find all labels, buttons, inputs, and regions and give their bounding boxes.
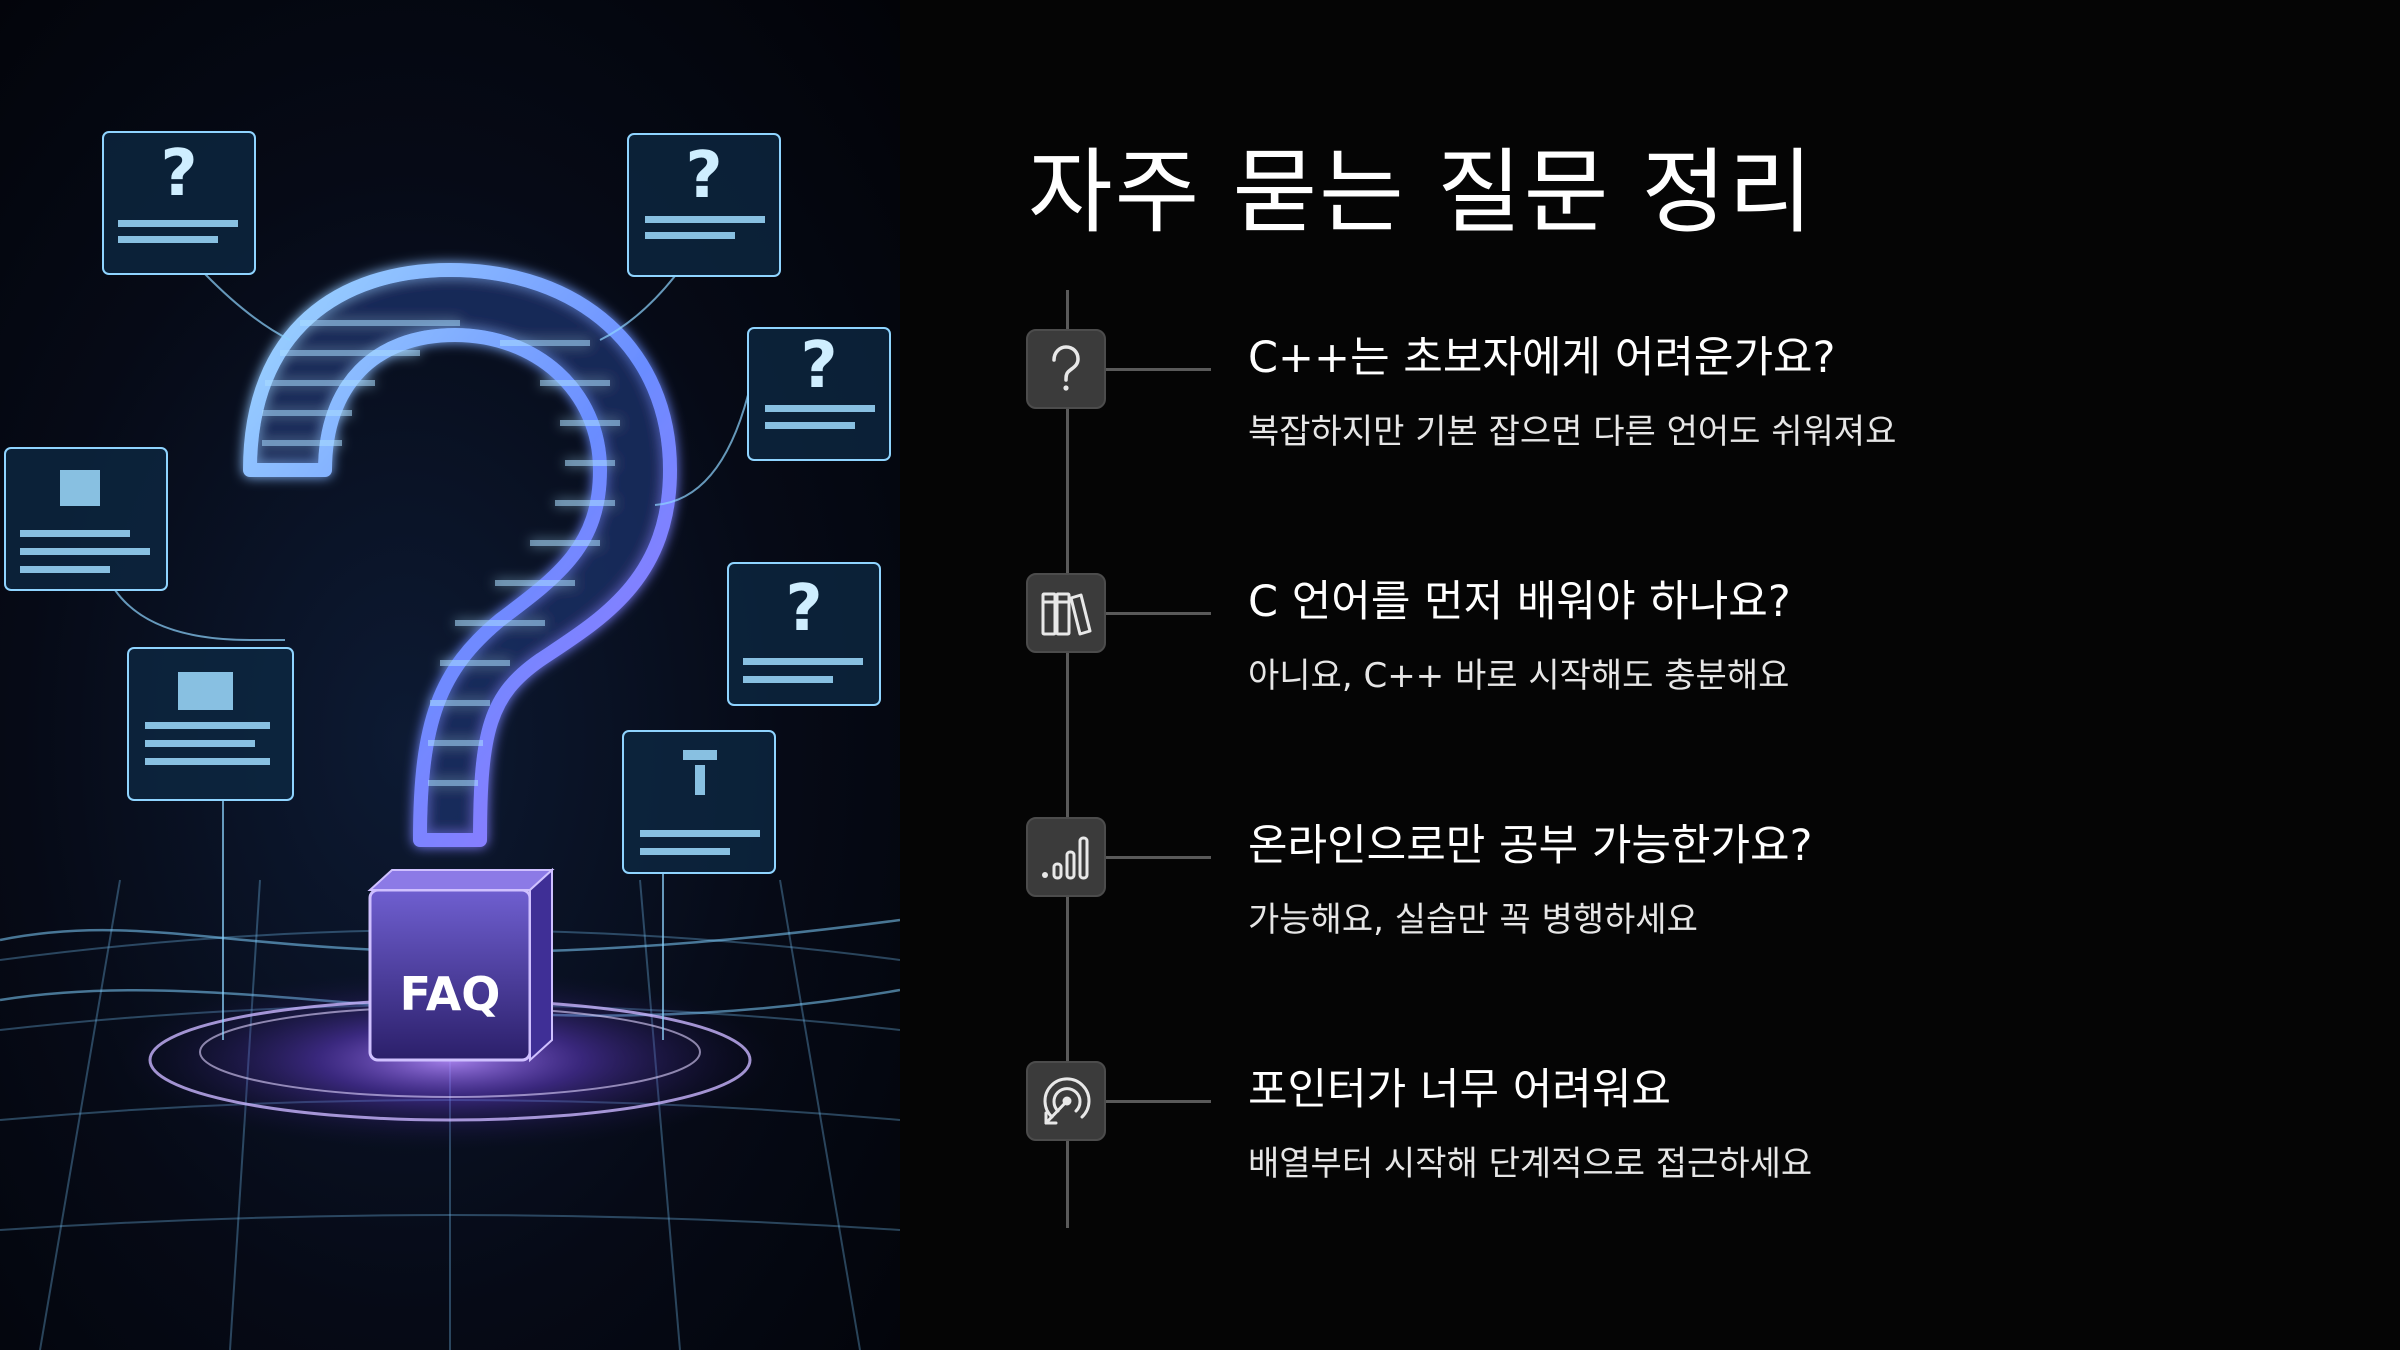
faq-cube: FAQ [367,867,555,1063]
question-mark-shape [243,263,677,847]
code-lines [262,320,620,786]
timeline-connector [1106,856,1211,859]
target-arrow-icon [1026,1061,1106,1141]
faq-answer: 가능해요, 실습만 꼭 병행하세요 [1248,900,1698,940]
timeline-line [1066,290,1069,1228]
panel-question-glyph-4: ? [785,572,822,646]
faq-question: C 언어를 먼저 배워야 하나요? [1248,577,1791,627]
faq-question: 온라인으로만 공부 가능한가요? [1248,821,1813,871]
faq-badge-label: FAQ [400,967,501,1021]
faq-question: C++는 초보자에게 어려운가요? [1248,333,1836,383]
panel-question-glyph-2: ? [685,139,722,213]
page-title: 자주 묻는 질문 정리 [1028,139,1815,246]
faq-answer: 복잡하지만 기본 잡으면 다른 언어도 쉬워져요 [1248,412,1897,452]
question-mark-icon [1026,329,1106,409]
faq-illustration: FAQ ? ? ? ? [0,0,900,1350]
panel-connectors [114,273,749,1040]
panel-question-glyph-1: ? [160,137,197,211]
panel-question-glyph-3: ? [800,329,837,403]
question-mark-artwork: FAQ ? ? ? ? [0,131,900,1350]
faq-question: 포인터가 너무 어려워요 [1248,1065,1671,1115]
faq-item: 포인터가 너무 어려워요 배열부터 시작해 단계적으로 접근하세요 [900,1061,2400,1211]
timeline-connector [1106,612,1211,615]
books-icon [1026,573,1106,653]
faq-answer: 아니요, C++ 바로 시작해도 충분해요 [1248,656,1790,696]
faq-item: C 언어를 먼저 배워야 하나요? 아니요, C++ 바로 시작해도 충분해요 [900,573,2400,723]
timeline-connector [1106,1100,1211,1103]
faq-item: C++는 초보자에게 어려운가요? 복잡하지만 기본 잡으면 다른 언어도 쉬워… [900,329,2400,479]
faq-content: 자주 묻는 질문 정리 C++는 초보자에게 어려운가요? 복잡하지만 기본 잡… [900,0,2400,1350]
timeline-connector [1106,368,1211,371]
panel-text-lines [20,216,875,855]
signal-bars-icon [1026,817,1106,897]
faq-answer: 배열부터 시작해 단계적으로 접근하세요 [1248,1144,1813,1184]
panel-glyphs: ? ? ? ? [160,137,837,646]
faq-item: 온라인으로만 공부 가능한가요? 가능해요, 실습만 꼭 병행하세요 [900,817,2400,967]
